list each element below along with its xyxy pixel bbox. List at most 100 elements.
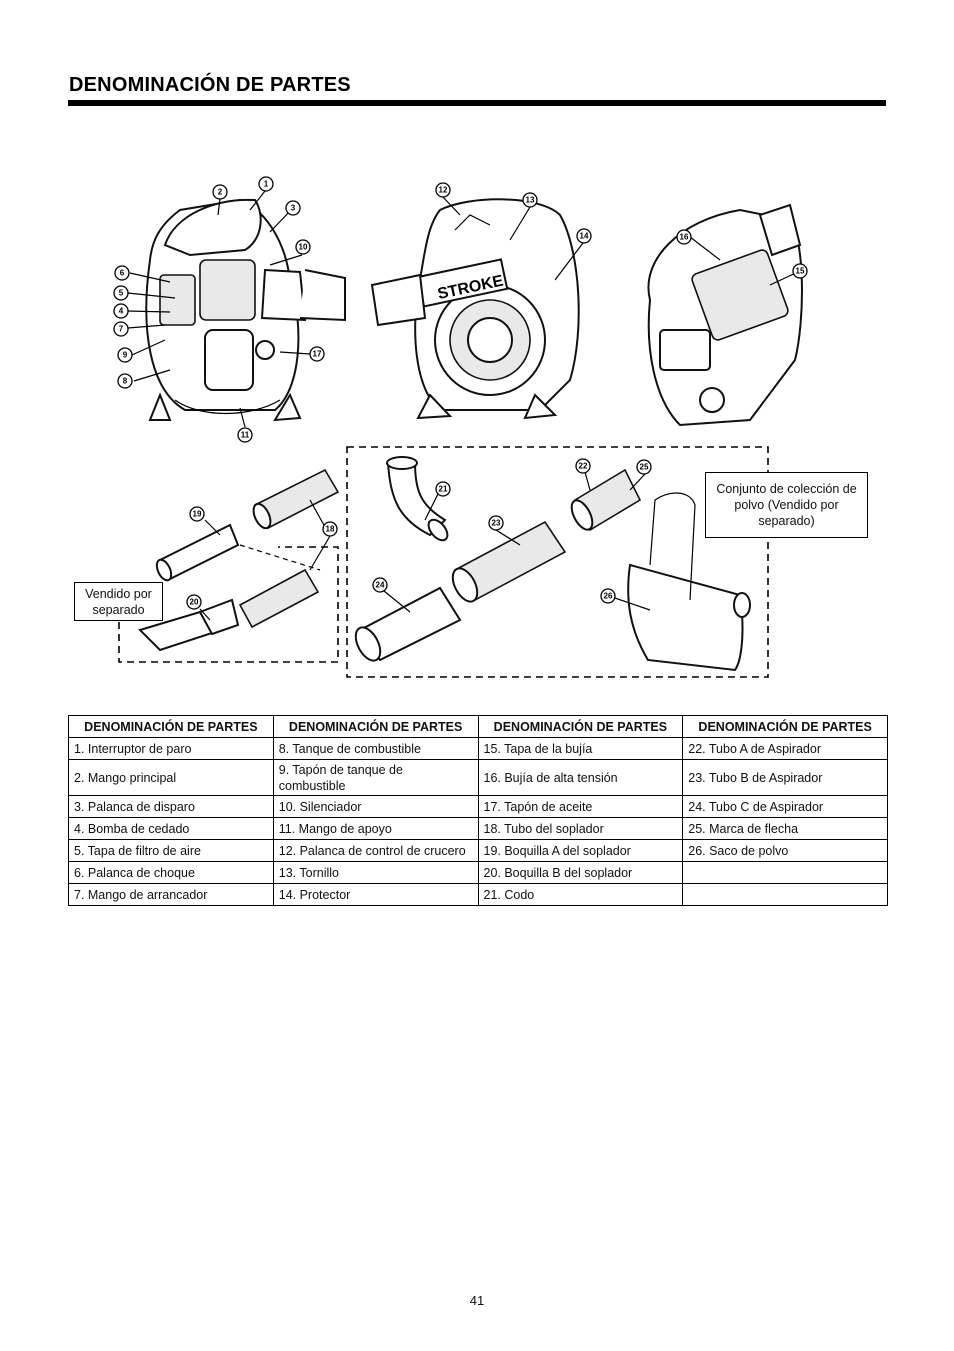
svg-text:18: 18 bbox=[326, 525, 335, 534]
table-row: 5. Tapa de filtro de aire 12. Palanca de… bbox=[68, 839, 888, 862]
table-cell: 24. Tubo C de Aspirador bbox=[682, 795, 888, 818]
table-cell: 19. Boquilla A del soplador bbox=[477, 839, 684, 862]
parts-table: DENOMINACIÓN DE PARTES DENOMINACIÓN DE P… bbox=[68, 715, 888, 906]
svg-text:2: 2 bbox=[218, 188, 223, 197]
table-cell: 10. Silenciador bbox=[272, 795, 479, 818]
svg-text:22: 22 bbox=[579, 462, 588, 471]
svg-text:23: 23 bbox=[492, 519, 501, 528]
table-cell: 1. Interruptor de paro bbox=[68, 737, 274, 760]
dust-kit-dashed-boundary bbox=[346, 446, 769, 678]
table-cell: 23. Tubo B de Aspirador bbox=[682, 759, 888, 796]
number-label-2: 2 bbox=[212, 184, 228, 200]
table-cell: 12. Palanca de control de crucero bbox=[272, 839, 479, 862]
svg-text:9: 9 bbox=[123, 351, 128, 360]
svg-text:17: 17 bbox=[313, 350, 322, 359]
table-cell: 6. Palanca de choque bbox=[68, 861, 274, 884]
number-label-3: 3 bbox=[285, 200, 301, 216]
table-cell: 17. Tapón de aceite bbox=[477, 795, 684, 818]
table-cell: 25. Marca de flecha bbox=[682, 817, 888, 840]
table-cell: 16. Bujía de alta tensión bbox=[477, 759, 684, 796]
svg-text:19: 19 bbox=[193, 510, 202, 519]
svg-text:26: 26 bbox=[604, 592, 613, 601]
svg-text:16: 16 bbox=[680, 233, 689, 242]
number-label-12: 12 bbox=[435, 182, 451, 198]
table-cell: 14. Protector bbox=[272, 883, 479, 906]
svg-text:10: 10 bbox=[299, 243, 308, 252]
number-label-14: 14 bbox=[576, 228, 592, 244]
table-row: 7. Mango de arrancador 14. Protector 21.… bbox=[68, 883, 888, 906]
table-cell: 3. Palanca de disparo bbox=[68, 795, 274, 818]
engine-side-view-drawing: STROKE bbox=[370, 198, 580, 420]
page-number: 41 bbox=[469, 1293, 485, 1308]
number-label-5: 5 bbox=[113, 285, 129, 301]
table-header: DENOMINACIÓN DE PARTES bbox=[682, 715, 888, 738]
engine-top-view-drawing bbox=[647, 203, 803, 427]
svg-text:13: 13 bbox=[526, 196, 535, 205]
table-cell: 18. Tubo del soplador bbox=[477, 817, 684, 840]
svg-text:1: 1 bbox=[264, 180, 269, 189]
number-label-23: 23 bbox=[488, 515, 504, 531]
title-rule bbox=[68, 100, 886, 106]
number-label-16: 16 bbox=[676, 229, 692, 245]
number-label-7: 7 bbox=[113, 321, 129, 337]
table-row: 6. Palanca de choque 13. Tornillo 20. Bo… bbox=[68, 861, 888, 884]
table-row: 4. Bomba de cedado 11. Mango de apoyo 18… bbox=[68, 817, 888, 840]
table-header: DENOMINACIÓN DE PARTES bbox=[272, 715, 479, 738]
svg-text:4: 4 bbox=[119, 307, 124, 316]
table-cell: 15. Tapa de la bujía bbox=[477, 737, 684, 760]
table-cell: 7. Mango de arrancador bbox=[68, 883, 274, 906]
table-cell: 20. Boquilla B del soplador bbox=[477, 861, 684, 884]
number-label-24: 24 bbox=[372, 577, 388, 593]
sold-separately-callout: Vendido por separado bbox=[74, 582, 163, 621]
svg-text:12: 12 bbox=[439, 186, 448, 195]
table-header: DENOMINACIÓN DE PARTES bbox=[68, 715, 274, 738]
sold-separately-dashed-boundary bbox=[118, 546, 339, 663]
table-header-row: DENOMINACIÓN DE PARTES DENOMINACIÓN DE P… bbox=[68, 715, 888, 738]
table-cell: 8. Tanque de combustible bbox=[272, 737, 479, 760]
number-label-15: 15 bbox=[792, 263, 808, 279]
page-title: DENOMINACIÓN DE PARTES bbox=[69, 74, 351, 96]
svg-text:15: 15 bbox=[796, 267, 805, 276]
table-cell: 11. Mango de apoyo bbox=[272, 817, 479, 840]
table-row: 2. Mango principal 9. Tapón de tanque de… bbox=[68, 759, 888, 796]
table-row: 1. Interruptor de paro 8. Tanque de comb… bbox=[68, 737, 888, 760]
svg-text:3: 3 bbox=[291, 204, 296, 213]
number-label-13: 13 bbox=[522, 192, 538, 208]
table-cell: 9. Tapón de tanque de combustible bbox=[272, 759, 479, 796]
leader-lines bbox=[126, 190, 801, 621]
table-cell: 22. Tubo A de Aspirador bbox=[682, 737, 888, 760]
table-cell bbox=[682, 861, 888, 884]
number-label-17: 17 bbox=[309, 346, 325, 362]
number-label-4: 4 bbox=[113, 303, 129, 319]
table-cell: 5. Tapa de filtro de aire bbox=[68, 839, 274, 862]
parts-illustration: STROKE bbox=[113, 176, 808, 678]
svg-text:14: 14 bbox=[580, 232, 589, 241]
dust-collection-kit-callout: Conjunto de colección de polvo (Vendido … bbox=[705, 472, 868, 538]
blower-front-view-drawing bbox=[145, 198, 346, 422]
vacuum-kit-drawing bbox=[354, 456, 751, 672]
number-label-22: 22 bbox=[575, 458, 591, 474]
table-cell: 4. Bomba de cedado bbox=[68, 817, 274, 840]
svg-text:7: 7 bbox=[119, 325, 124, 334]
blower-nozzles-drawing bbox=[138, 468, 340, 652]
number-label-20: 20 bbox=[186, 594, 202, 610]
number-label-10: 10 bbox=[295, 239, 311, 255]
svg-text:21: 21 bbox=[439, 485, 448, 494]
number-label-26: 26 bbox=[600, 588, 616, 604]
number-label-8: 8 bbox=[117, 373, 133, 389]
svg-text:8: 8 bbox=[123, 377, 128, 386]
number-label-11: 11 bbox=[237, 427, 253, 443]
table-header: DENOMINACIÓN DE PARTES bbox=[477, 715, 684, 738]
svg-text:25: 25 bbox=[640, 463, 649, 472]
number-label-9: 9 bbox=[117, 347, 133, 363]
table-cell bbox=[682, 883, 888, 906]
number-label-1: 1 bbox=[258, 176, 274, 192]
svg-text:24: 24 bbox=[376, 581, 385, 590]
svg-text:5: 5 bbox=[119, 289, 124, 298]
svg-text:20: 20 bbox=[190, 598, 199, 607]
svg-text:6: 6 bbox=[120, 269, 125, 278]
table-cell: 26. Saco de polvo bbox=[682, 839, 888, 862]
number-label-25: 25 bbox=[636, 459, 652, 475]
table-cell: 21. Codo bbox=[477, 883, 684, 906]
table-cell: 2. Mango principal bbox=[68, 759, 274, 796]
